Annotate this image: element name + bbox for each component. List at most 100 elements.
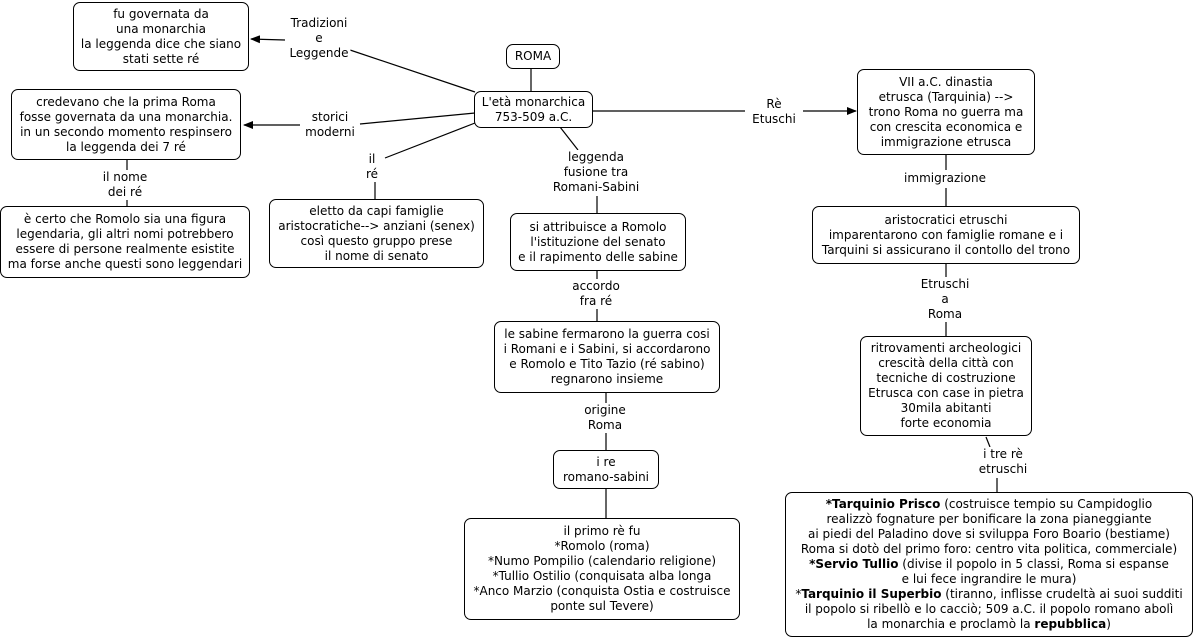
text-line: ré (365, 167, 379, 181)
text-line: la monarchia e proclamò la repubblica) (867, 617, 1111, 631)
link-eta-senato-a (384, 122, 476, 159)
text-line: l'istituzione del senato (530, 234, 666, 249)
text-line: Rè (766, 97, 782, 111)
text-line: il popolo si ribellò e lo cacciò; 509 a.… (804, 602, 1174, 616)
text-line: 30mila abitanti (900, 401, 992, 415)
text-line: fu governata da (113, 6, 209, 21)
text-line: Etuschi (752, 112, 796, 126)
text-line: essere di persone realmente esistite (15, 242, 235, 256)
link-eta-storici-a (359, 112, 476, 125)
text-line: fosse governata da una monarchia. (19, 109, 233, 124)
text-line: storici (311, 110, 349, 124)
text-line: con crescita economica e (869, 119, 1023, 134)
text-line: Romani-Sabini (552, 180, 640, 194)
text-line: una monarchia (116, 21, 206, 36)
text-line: in un secondo momento respinsero (20, 124, 232, 139)
link-eta-tradizioni-a (349, 49, 476, 93)
text-line: etrusca (Tarquinia) --> (878, 89, 1014, 104)
text-line: e Romolo e Tito Tazio (ré sabino) (509, 357, 705, 371)
link-eta-tradizioni-b (250, 35, 286, 44)
node-primo-re[interactable]: il primo rè fu*Romolo (roma)*Numo Pompil… (464, 518, 740, 620)
node-roma[interactable]: ROMA (506, 44, 560, 69)
text-line: i Romani e i Sabini, si accordarono (503, 342, 711, 356)
text-line: etruschi (978, 462, 1028, 476)
text-line: *Tarquinio il Superbio (tiranno, infliss… (795, 587, 1183, 601)
text-line: la leggenda dei 7 ré (66, 139, 186, 154)
text-line: trono Roma no guerra ma (868, 104, 1024, 119)
text-line: imparentarono con famiglie romane e i (828, 227, 1064, 242)
text-line: il primo rè fu (563, 524, 641, 538)
text-line: Etruschi (920, 277, 970, 291)
text-line: ponte sul Tevere) (550, 599, 654, 613)
text-line: moderni (305, 125, 355, 139)
link-ritrovamenti-tarquinio-a (985, 436, 991, 448)
text-line: immigrazione etrusca (880, 134, 1012, 149)
text-line: e lui fece ingrandire le mura) (901, 572, 1077, 586)
text-line: Tarquini si assicurano il contollo del t… (821, 242, 1071, 257)
text-line: le sabine fermarono la guerra cosi (504, 327, 710, 341)
text-line: il nome di senato (324, 248, 429, 263)
text-line: ma forse anche questi sono leggendari (7, 257, 243, 271)
text-line: i tre rè (983, 447, 1023, 461)
text-line: origine (584, 403, 626, 417)
text-line: fusione tra (563, 165, 629, 179)
text-line: e il rapimento delle sabine (518, 249, 678, 264)
text-line: *Tarquinio Prisco (costruisce tempio su … (825, 497, 1153, 511)
text-line: Roma si dotò del primo foro: centro vita… (800, 542, 1178, 556)
text-line: ritrovamenti archeologici (870, 341, 1022, 355)
text-line: credevano che la prima Roma (36, 94, 216, 109)
text-line: legendaria, gli altri nomi potrebbero (16, 227, 234, 241)
text-line: forte economia (900, 416, 992, 430)
text-line: VII a.C. dinastia (899, 74, 993, 89)
text-line: aristocratici etruschi (884, 212, 1008, 227)
text-line: a (941, 292, 949, 306)
node-tarquinio[interactable]: *Tarquinio Prisco (costruisce tempio su … (785, 492, 1193, 637)
text-line: i re (596, 454, 616, 469)
text-line: tecniche di costruzione (876, 371, 1016, 385)
text-line: si attribuisce a Romolo (529, 219, 667, 234)
text-line: Leggende (289, 46, 349, 60)
text-line: ROMA (514, 49, 552, 63)
text-line: *Romolo (roma) (554, 539, 650, 553)
text-line: immigrazione (904, 171, 986, 185)
text-line: Roma (587, 418, 623, 432)
text-line: la leggenda dice che siano (80, 36, 242, 51)
text-line: *Servio Tullio (divise il popolo in 5 cl… (809, 557, 1169, 571)
text-line: *Tullio Ostilio (conquisata alba longa (492, 569, 712, 583)
link-eta-attribuisce-a (559, 126, 579, 151)
text-line: stati sette ré (122, 51, 200, 66)
text-line: e (315, 31, 323, 45)
text-line: Etrusca con case in pietra (868, 386, 1024, 400)
text-line: il (368, 152, 376, 166)
text-line: il nome (102, 170, 148, 184)
text-line: *Anco Marzio (conquista Ostia e costruis… (473, 584, 731, 598)
text-line: fra ré (579, 294, 613, 308)
text-line: regnarono insieme (550, 372, 664, 386)
text-line: ai piedi del Paladino dove si sviluppa F… (808, 527, 1170, 541)
text-line: accordo (572, 279, 620, 293)
text-line: L'età monarchica (481, 94, 586, 109)
text-line: romano-sabini (562, 469, 650, 484)
text-line: così questo gruppo prese (300, 233, 453, 248)
text-line: Tradizioni (290, 16, 348, 30)
